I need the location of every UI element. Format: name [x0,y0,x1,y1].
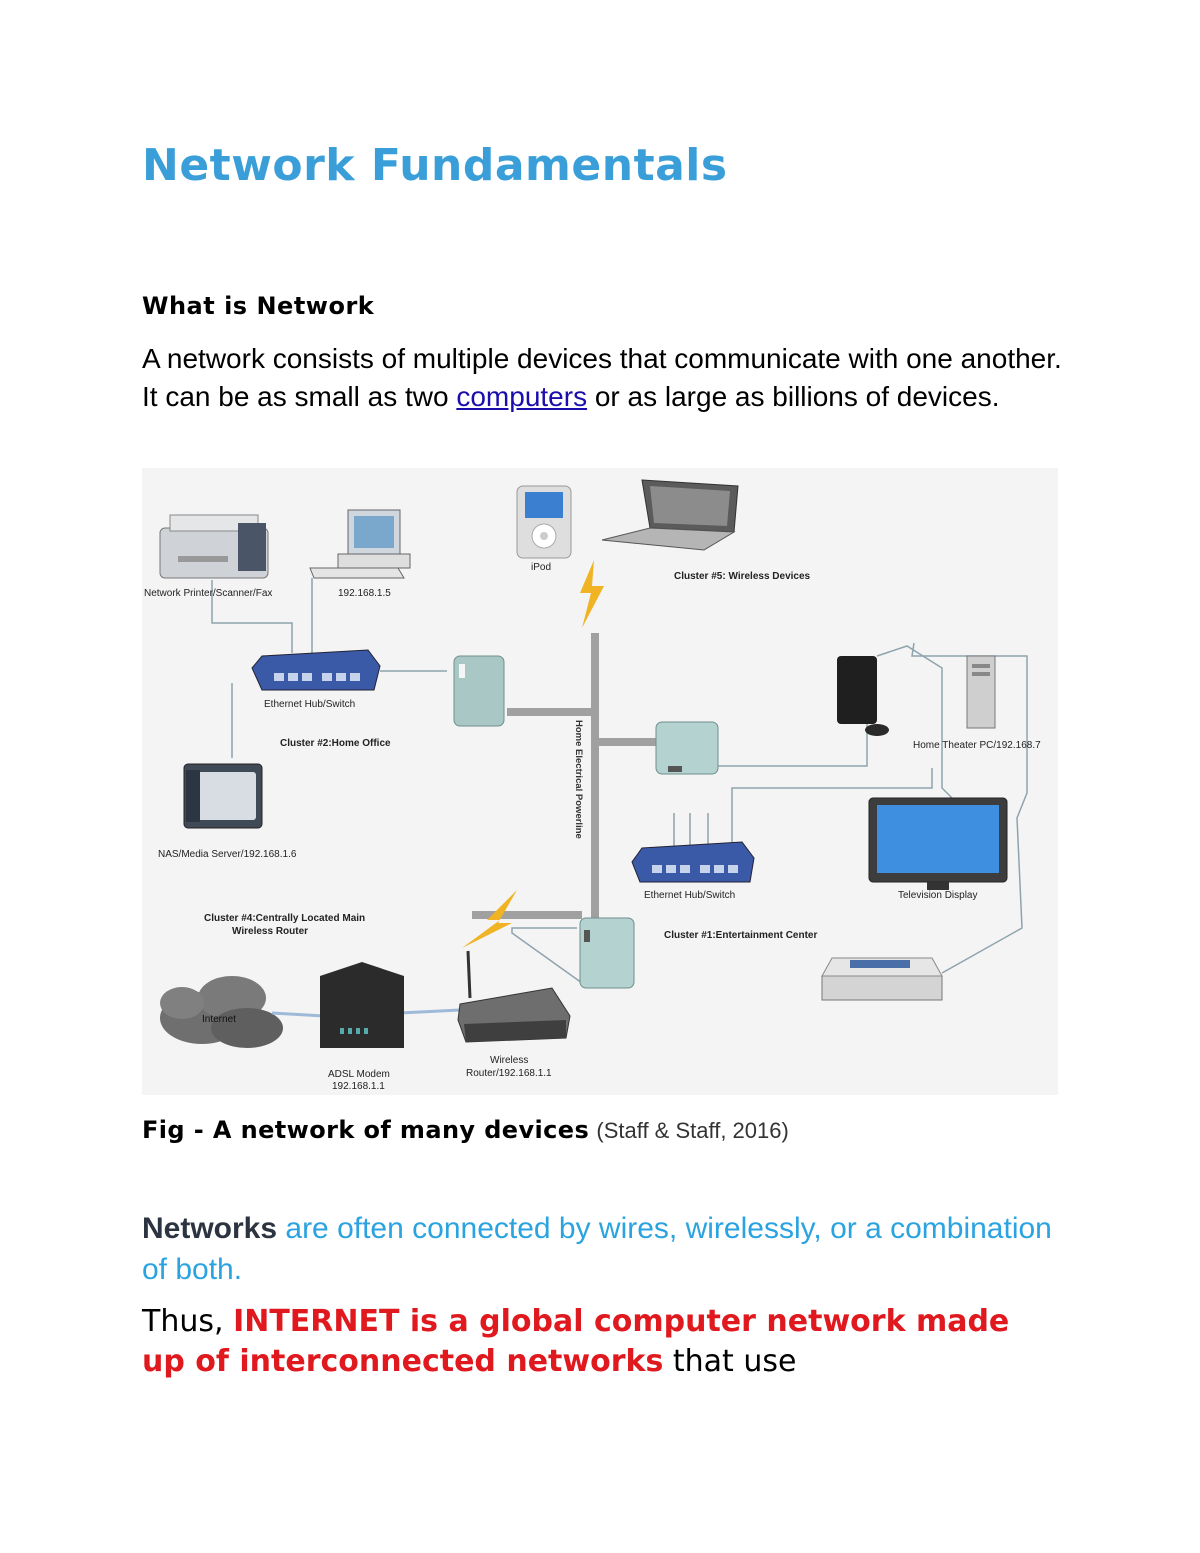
networks-paragraph: Networks are often connected by wires, w… [142,1208,1062,1290]
internet-label: Internet [202,1014,236,1025]
intro-text-1: A network consists of multiple devices t… [142,343,1062,412]
caption-citation: (Staff & Staff, 2016) [596,1118,789,1143]
page-title: Network Fundamentals [142,140,728,191]
ipod-label: iPod [531,562,551,573]
hub1-label: Ethernet Hub/Switch [264,699,355,710]
htpc-tower-icon [966,655,996,729]
modem-label-2: 192.168.1.1 [332,1081,385,1092]
desktop-pc-icon [309,509,411,579]
laptop-icon [601,479,739,551]
tv-label: Television Display [898,890,977,901]
network-diagram-figure: Home Electrical Powerline Network Printe… [142,468,1058,1095]
printer-icon [159,514,269,579]
adsl-modem-icon [320,962,404,1048]
wireless-bolt-icon-2 [462,890,517,948]
cluster1-label: Cluster #1:Entertainment Center [664,930,817,941]
cluster5-label: Cluster #5: Wireless Devices [674,571,811,582]
internet-text-start: Thus, [142,1304,234,1339]
computers-link[interactable]: computers [456,381,588,412]
game-console-icon [837,656,889,736]
nas-label: NAS/Media Server/192.168.1.6 [158,849,297,860]
cluster4-label-2: Wireless Router [232,926,308,937]
powerline-adapter-icon-3 [579,917,635,989]
ethernet-hub-icon-2 [631,841,755,883]
router-label-1: Wireless [490,1055,528,1066]
intro-text-2: or as large as billions of devices. [587,381,1000,412]
powerline-adapter-icon-2 [655,721,719,775]
wireless-router-icon [457,950,571,1043]
pc-label: 192.168.1.5 [338,588,391,599]
internet-definition: INTERNET is a global computer network ma… [142,1304,1010,1379]
hub2-label: Ethernet Hub/Switch [644,890,735,901]
router-label-2: Router/192.168.1.1 [466,1068,552,1079]
powerline-adapter-icon [453,655,505,727]
nas-server-icon [183,763,263,829]
networks-text: are often connected by wires, wirelessly… [142,1212,1052,1286]
television-icon [868,797,1008,890]
cluster2-label: Cluster #2:Home Office [280,738,391,749]
caption-title: Fig - A network of many devices [142,1116,590,1144]
powerline-label: Home Electrical Powerline [573,720,584,839]
internet-cloud-icon [160,976,283,1048]
network-diagram: Home Electrical Powerline Network Printe… [142,468,1058,1095]
ipod-icon [516,485,572,559]
cluster4-label-1: Cluster #4:Centrally Located Main [204,913,365,924]
media-player-icon [821,957,943,1001]
section-heading: What is Network [142,292,375,320]
internet-paragraph: Thus, INTERNET is a global computer netw… [142,1302,1062,1382]
intro-paragraph: A network consists of multiple devices t… [142,340,1062,416]
wireless-bolt-icon [580,560,604,628]
printer-label: Network Printer/Scanner/Fax [144,588,272,599]
powerline-pipe [591,633,599,933]
modem-label-1: ADSL Modem [328,1069,390,1080]
htpc-label: Home Theater PC/192.168.7 [913,740,1041,751]
figure-caption: Fig - A network of many devices (Staff &… [142,1114,789,1145]
internet-text-end: that use [663,1344,797,1379]
networks-term: Networks [142,1212,278,1245]
ethernet-hub-icon [251,649,381,691]
